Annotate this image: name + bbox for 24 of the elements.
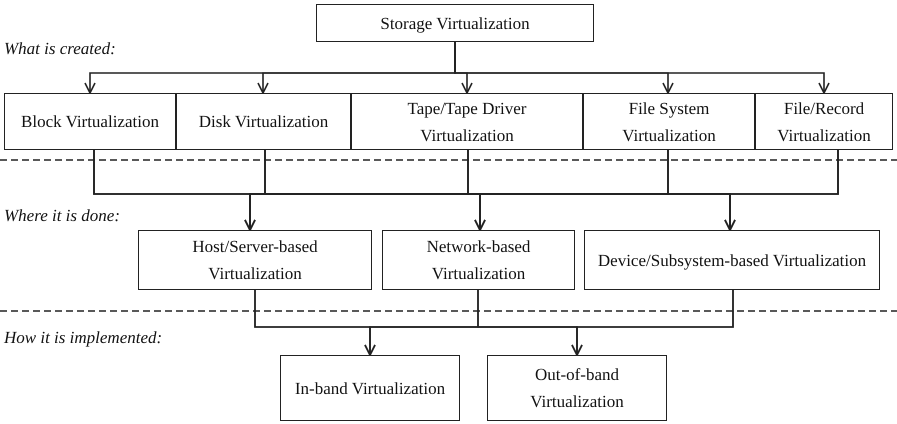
connector-arrow <box>724 150 839 231</box>
box-label: Host/Server-based Virtualization <box>191 236 319 285</box>
process-box <box>176 93 351 150</box>
process-box <box>351 93 583 150</box>
box-label: Block Virtualization <box>21 111 159 133</box>
process-box <box>138 230 372 290</box>
process-box <box>4 93 176 150</box>
box-label: File/Record Virtualization <box>776 98 872 146</box>
box-label: Network-based Virtualization <box>426 236 532 285</box>
process-box <box>316 4 594 42</box>
box-label: File System Virtualization <box>621 98 717 146</box>
box-label: In-band Virtualization <box>294 378 446 400</box>
process-box <box>280 355 460 421</box>
connector-arrow <box>571 290 734 356</box>
process-box <box>382 230 575 290</box>
process-box <box>584 230 880 290</box>
box-label: Out-of-band Virtualization <box>529 364 625 413</box>
box-label: Storage Virtualization <box>380 12 530 35</box>
box-label: Disk Virtualization <box>198 111 328 133</box>
process-box <box>487 355 667 421</box>
process-box <box>583 93 755 150</box>
box-label: Device/Subsystem-based Virtualization <box>598 250 866 272</box>
process-box <box>755 93 893 150</box>
box-label: Tape/Tape Driver Virtualization <box>406 98 528 146</box>
